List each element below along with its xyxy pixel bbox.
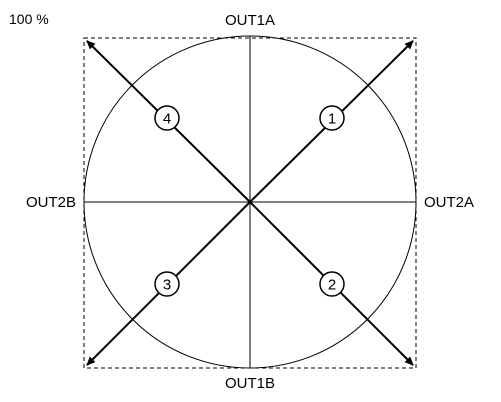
scale-label: 100 % (9, 11, 49, 27)
label-bottom: OUT1B (225, 375, 275, 392)
marker-number: 4 (163, 111, 171, 128)
marker-circle (319, 105, 345, 131)
quadrant-marker-1: 1 (319, 105, 345, 131)
label-right: OUT2A (424, 194, 474, 211)
label-top: OUT1A (225, 12, 275, 29)
label-left: OUT2B (26, 194, 76, 211)
quadrant-marker-2: 2 (319, 271, 345, 297)
marker-circle (154, 271, 180, 297)
marker-number: 3 (163, 277, 171, 294)
marker-circle (154, 105, 180, 131)
marker-number: 2 (328, 277, 336, 294)
marker-circle (319, 271, 345, 297)
quadrant-marker-3: 3 (154, 271, 180, 297)
marker-number: 1 (328, 111, 336, 128)
quadrant-marker-4: 4 (154, 105, 180, 131)
